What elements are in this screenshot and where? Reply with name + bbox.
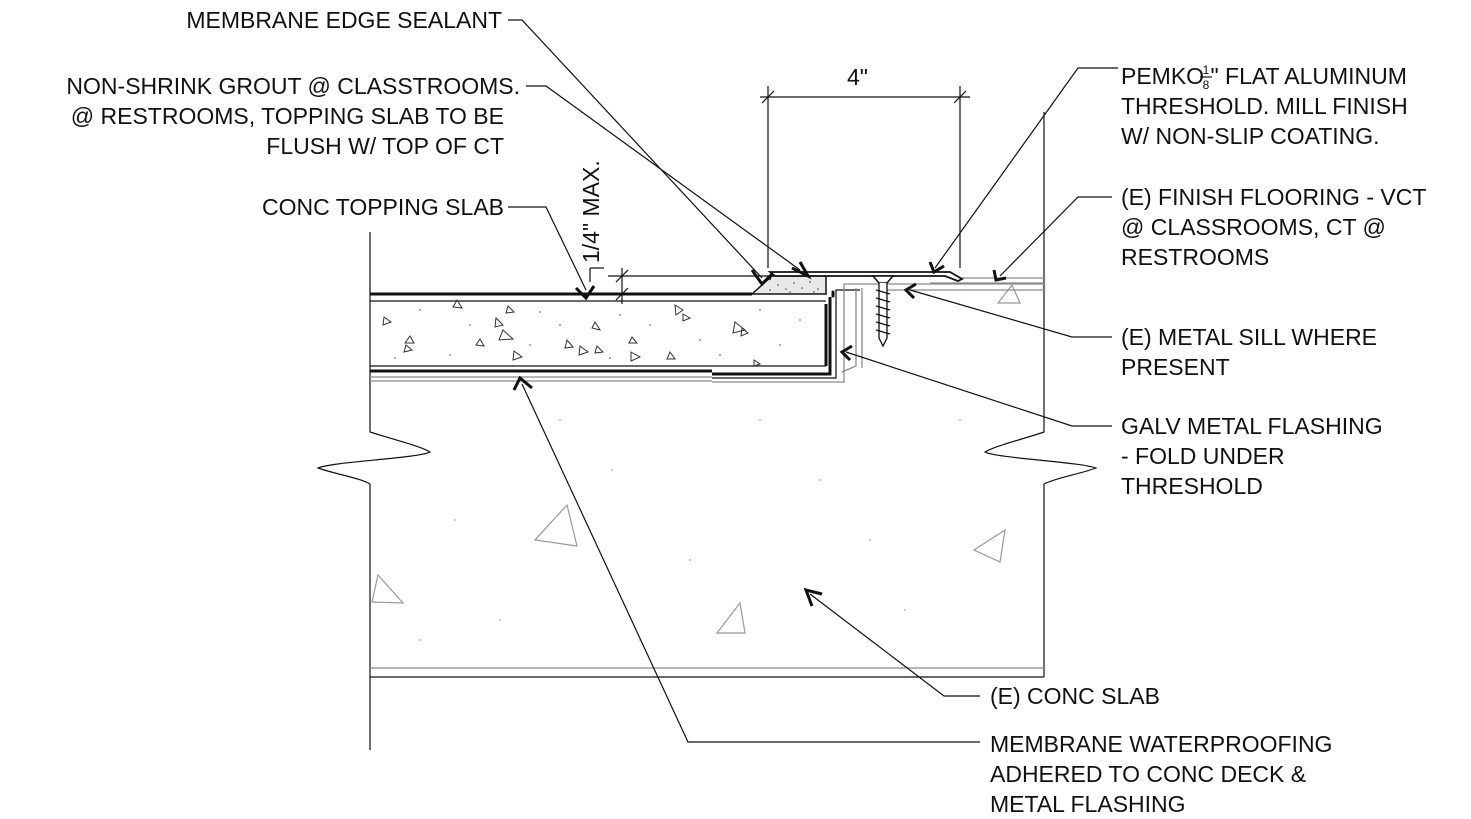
pemko-fraction-den: 8 [1203,78,1210,92]
galv-metal-flashing [712,283,880,383]
label-pemko-line1: PEMKO " FLAT ALUMINUM [1121,63,1407,89]
topping-slab [370,292,826,382]
label-finish-line1: (E) FINISH FLOORING - VCT [1121,184,1426,210]
leader-pemko [934,67,1118,269]
label-flash-line3: THRESHOLD [1121,473,1263,499]
threshold-screw [871,275,895,348]
label-grout-line1: NON-SHRINK GROUT @ CLASSTROOMS. [66,73,520,99]
leader-finish-flooring [999,196,1112,277]
existing-conc-slab [316,112,1098,750]
label-sill-line2: PRESENT [1121,354,1230,380]
pemko-fraction-num: 1 [1203,63,1210,77]
label-conc-slab: (E) CONC SLAB [990,683,1160,709]
label-sill-line1: (E) METAL SILL WHERE [1121,324,1377,350]
label-memb-line3: METAL FLASHING [990,791,1186,817]
leader-grout [526,85,801,271]
leader-membrane-edge-sealant [508,19,763,279]
leader-galv-flashing [845,351,1112,427]
label-memb-line1: MEMBRANE WATERPROOFING [990,731,1332,757]
finish-flooring [930,277,1044,284]
dim-max-text: 1/4" MAX. [578,160,604,263]
label-grout-line3: FLUSH W/ TOP OF CT [266,133,504,159]
label-memb-line2: ADHERED TO CONC DECK & [990,761,1306,787]
label-finish-line3: RESTROOMS [1121,244,1269,270]
annotation-labels: MEMBRANE EDGE SEALANT NON-SHRINK GROUT @… [66,7,1426,817]
leader-topping-slab [508,206,587,291]
label-flash-line1: GALV METAL FLASHING [1121,413,1383,439]
label-flash-line2: - FOLD UNDER [1121,443,1285,469]
label-finish-line2: @ CLASSROOMS, CT @ [1121,214,1386,240]
label-pemko-line2: THRESHOLD. MILL FINISH [1121,93,1408,119]
dim-width-text: 4" [847,64,868,90]
leader-membrane-waterproofing [521,383,980,743]
label-pemko-line3: W/ NON-SLIP COATING. [1121,123,1380,149]
label-conc-topping-slab: CONC TOPPING SLAB [262,194,504,220]
dimension-4in: 4" [760,64,970,268]
label-grout-line2: @ RESTROOMS, TOPPING SLAB TO BE [71,103,504,129]
leader-lines [508,19,1118,743]
dimension-quarter-max: 1/4" MAX. [578,160,770,304]
leader-metal-sill [909,289,1112,338]
existing-metal-sill [841,283,1044,373]
label-membrane-edge-sealant: MEMBRANE EDGE SEALANT [186,7,502,33]
leader-conc-slab [809,593,980,697]
